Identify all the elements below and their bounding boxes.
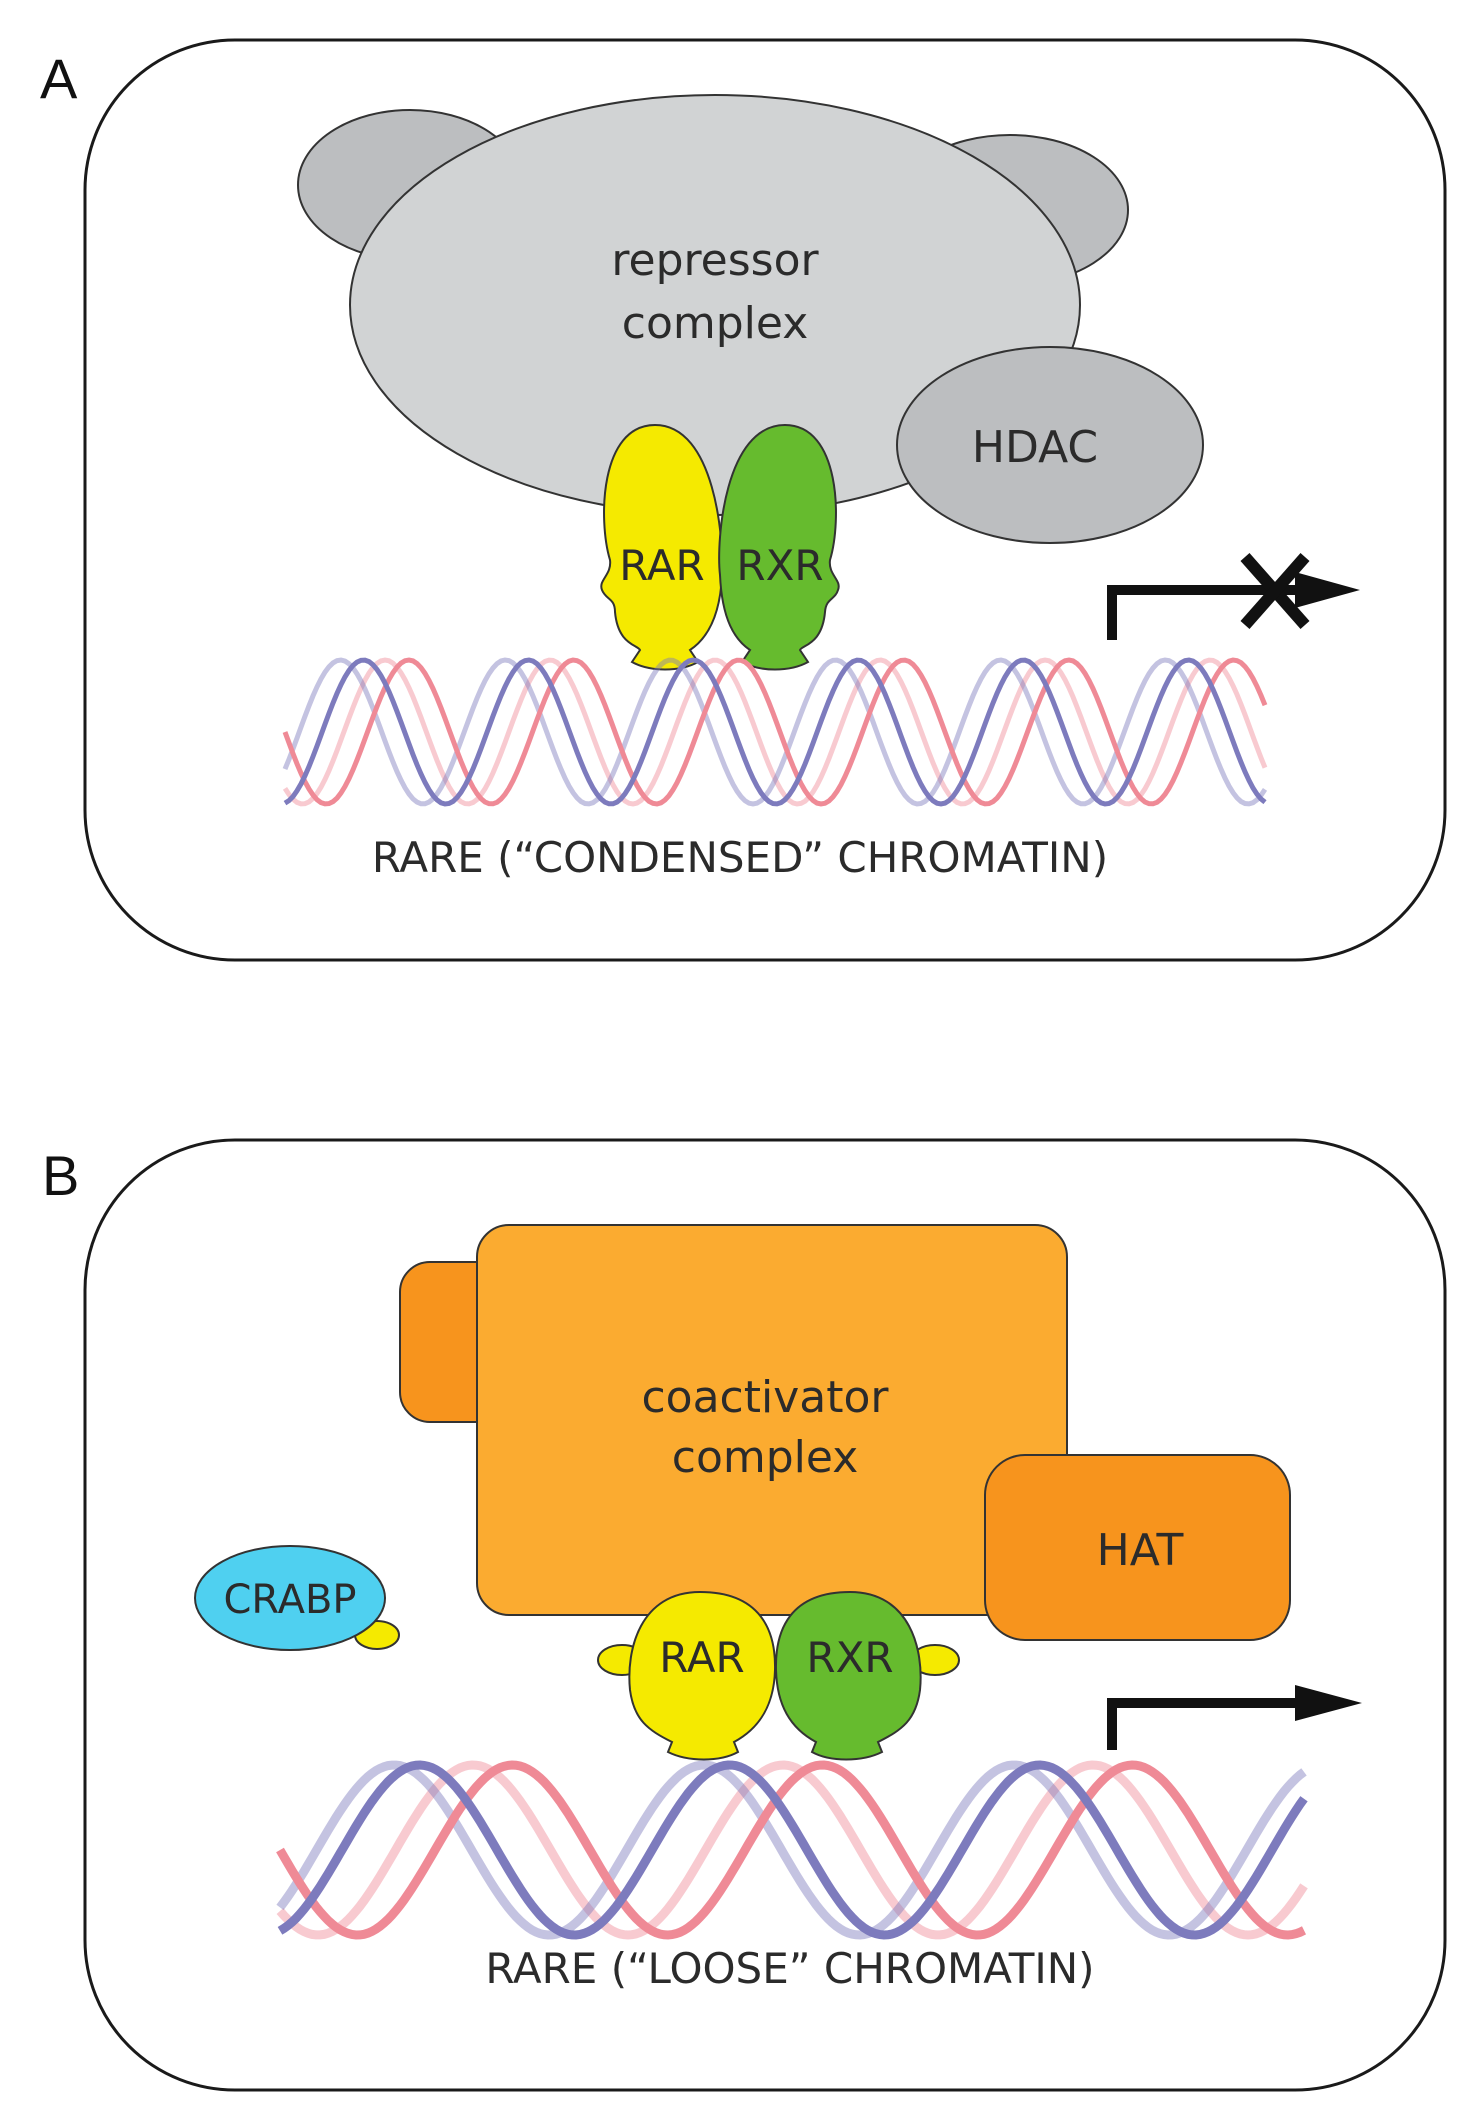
dna-helix-b: [276, 1760, 1308, 1940]
rar-label-b: RAR: [659, 1633, 744, 1682]
rxr-receptor-b: RXR: [774, 1590, 960, 1761]
panel-b-frame: [83, 1138, 1447, 2092]
blocked-transcription-arrow: [1107, 553, 1360, 640]
crabp-protein: CRABP: [194, 1545, 400, 1651]
rxr-label-b: RXR: [806, 1633, 893, 1682]
hat-protein: [984, 1454, 1291, 1641]
dna-helix-a: [282, 657, 1268, 807]
panel-b: B coactivator complex HAT CRABP RAR RXR: [42, 1138, 1447, 2092]
panel-a: A repressor complex HDAC RAR RXR: [40, 38, 1447, 962]
active-transcription-arrow: [1107, 1685, 1362, 1750]
rxr-receptor-a: RXR: [718, 423, 840, 671]
rar-label-a: RAR: [619, 541, 704, 590]
rar-receptor-b: RAR: [597, 1590, 777, 1761]
panel-b-letter: B: [42, 1144, 79, 1207]
hdac-label: HDAC: [972, 422, 1098, 473]
panel-a-frame: [83, 38, 1447, 962]
panel-b-caption: RARE (“LOOSE” CHROMATIN): [485, 1944, 1094, 1993]
repressor-label-line2: complex: [622, 298, 808, 349]
panel-a-caption: RARE (“CONDENSED” CHROMATIN): [372, 833, 1108, 882]
coactivator-complex: [476, 1224, 1068, 1616]
crabp-label: CRABP: [223, 1577, 356, 1623]
rar-receptor-a: RAR: [600, 423, 724, 671]
repressor-label-line1: repressor: [611, 235, 819, 286]
hdac-protein: [896, 346, 1204, 544]
panel-a-letter: A: [40, 47, 78, 110]
coactivator-label-line2: complex: [672, 1432, 858, 1483]
rxr-label-a: RXR: [736, 541, 823, 590]
coactivator-label-line1: coactivator: [641, 1372, 889, 1423]
hat-label: HAT: [1097, 1525, 1184, 1576]
